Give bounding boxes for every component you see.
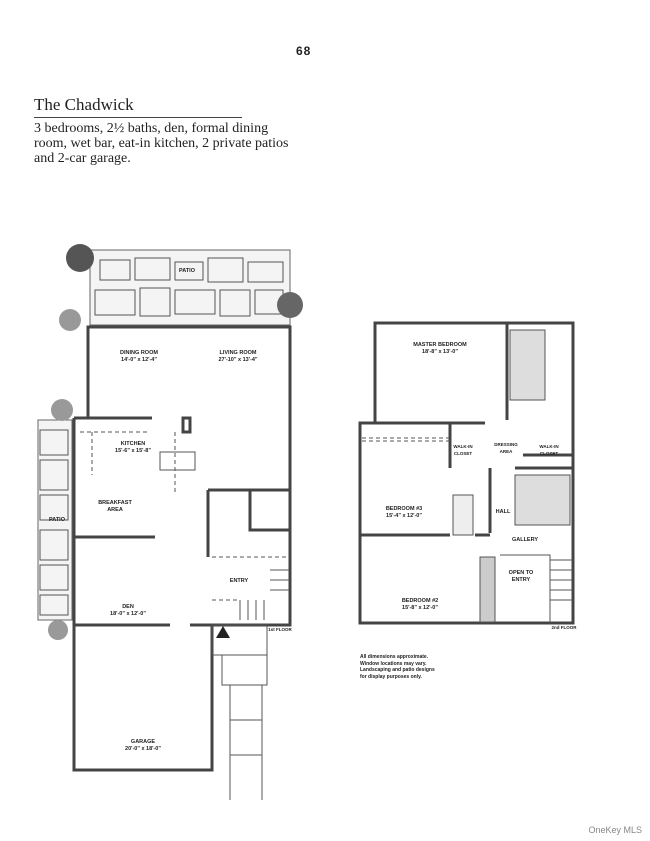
- entry-arrow-icon: [216, 626, 230, 638]
- walk-in-closet-2-label: WALK-IN CLOSET: [539, 444, 559, 456]
- patio-stones: [37, 249, 291, 621]
- model-description: 3 bedrooms, 2½ baths, den, formal dining…: [34, 121, 289, 166]
- second-floor-label: 2nd FLOOR: [551, 625, 577, 630]
- gallery-label: GALLERY: [511, 537, 539, 543]
- first-floor-walls: [72, 325, 292, 800]
- walk-in-closet-1-label: WALK-IN CLOSET: [453, 444, 473, 456]
- open-to-entry-label: OPEN TO ENTRY: [508, 570, 534, 583]
- first-floor-label: 1st FLOOR: [268, 627, 292, 632]
- dressing-area-label: DRESSING AREA: [494, 442, 518, 454]
- patio-top-label: PATIO: [179, 268, 195, 274]
- model-title: The Chadwick: [34, 95, 242, 118]
- watermark: OneKey MLS: [588, 825, 642, 835]
- patio-side-label: PATIO: [49, 517, 65, 523]
- disclaimer: All dimensions approximate.Window locati…: [360, 654, 435, 680]
- breakfast-area-label: BREAKFAST AREA: [98, 500, 132, 513]
- shrubs: [48, 244, 303, 640]
- page-number: 68: [296, 44, 312, 58]
- hall-label: HALL: [495, 509, 511, 515]
- second-floor-walls: [358, 321, 575, 625]
- entry-label: ENTRY: [229, 578, 249, 584]
